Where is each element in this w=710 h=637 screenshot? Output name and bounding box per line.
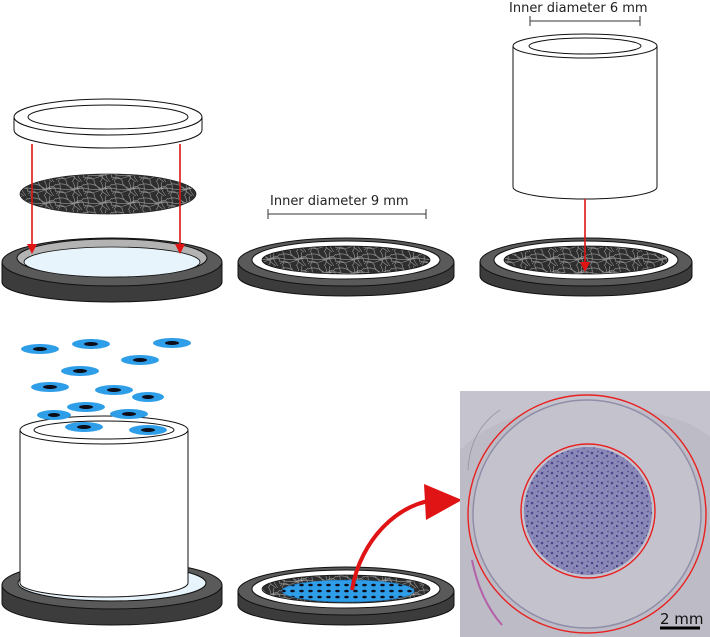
dish-icon (238, 567, 454, 625)
step3-group: Inner diameter 6 mm (480, 1, 692, 296)
dish-icon (480, 238, 692, 296)
cell-icon (37, 410, 71, 420)
seeded-cells-area (282, 580, 414, 602)
step2-group: Inner diameter 9 mm (238, 194, 454, 296)
fiber-mat-icon (20, 174, 196, 214)
scale-bar-label: 2 mm (660, 610, 704, 628)
cell-icon (95, 385, 133, 395)
cylinder-insert-icon (20, 416, 188, 597)
cell-icon (65, 422, 103, 432)
cell-icon (21, 344, 59, 354)
step1-group (2, 99, 222, 302)
inner-diameter-6-label: Inner diameter 6 mm (509, 1, 648, 16)
cell-icon (67, 402, 105, 412)
step4-group (2, 338, 222, 625)
dimension-bar-9mm (268, 209, 426, 219)
cell-icon (129, 425, 167, 435)
cell-icon (72, 339, 110, 349)
cell-icon (121, 355, 159, 365)
cell-icon (132, 392, 164, 402)
curved-arrow-head (424, 484, 462, 520)
cell-icon (110, 409, 148, 419)
result-photo: 2 mm (460, 391, 710, 637)
cell-icon (61, 366, 99, 376)
cell-icon (31, 382, 69, 392)
dimension-bar-6mm (530, 16, 640, 26)
cell-icon (153, 338, 191, 348)
ring-icon (14, 99, 202, 148)
step5-group (238, 484, 462, 625)
dish-icon (238, 238, 454, 296)
stained-cell-region (524, 447, 652, 575)
cylinder-insert-icon (513, 34, 657, 199)
inner-diameter-9-label: Inner diameter 9 mm (270, 194, 409, 209)
dish-icon (2, 238, 222, 302)
